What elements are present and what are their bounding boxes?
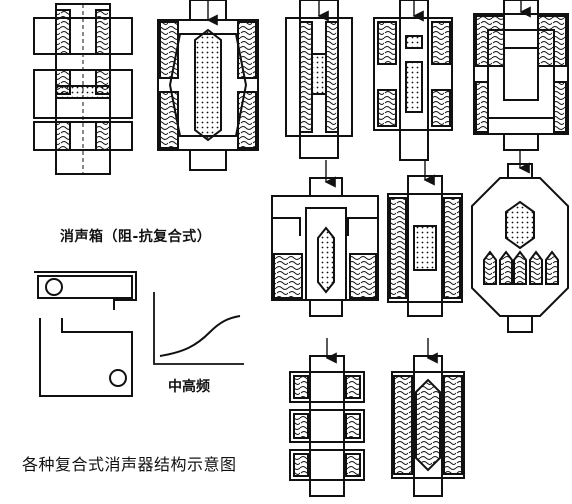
box-silencer: [34, 272, 136, 396]
silencer-8: [472, 150, 568, 332]
silencer-3: [286, 0, 352, 158]
attenuation-curve: [154, 292, 244, 364]
silencer-2: [158, 0, 258, 170]
silencer-6: [272, 160, 378, 316]
frequency-label: 中高频: [168, 379, 210, 395]
box-silencer-label: 消声箱（阻-抗复合式）: [60, 229, 212, 245]
silencer-9: [290, 338, 364, 496]
silencer-5: [474, 0, 568, 150]
silencer-7: [388, 160, 462, 316]
silencer-4: [374, 0, 452, 160]
silencer-10: [392, 338, 464, 496]
figure-caption: 各种复合式消声器结构示意图: [22, 455, 237, 474]
silencer-1: [34, 4, 132, 174]
